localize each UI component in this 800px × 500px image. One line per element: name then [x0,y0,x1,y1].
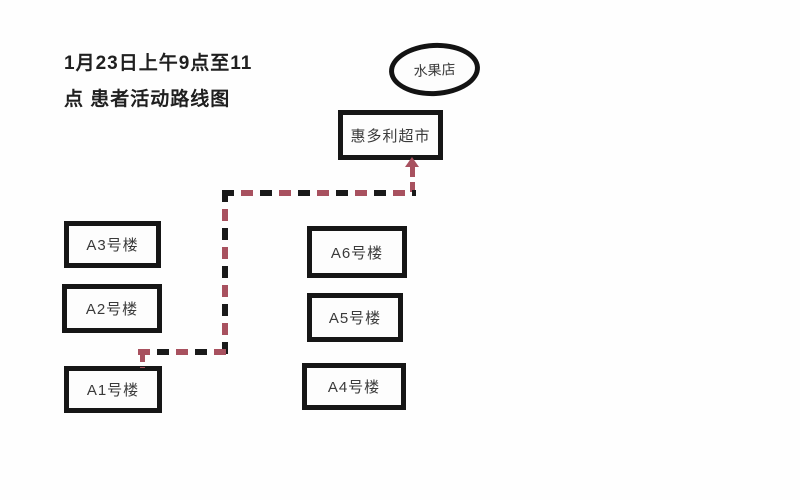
node-building-a4: A4号楼 [302,363,406,410]
node-building-a5-label: A5号楼 [328,310,382,327]
route-segment-mid-vertical [222,190,228,354]
node-building-a4-label: A4号楼 [327,379,381,396]
node-building-a3-label: A3号楼 [86,237,139,254]
node-fruit-shop-label: 水果店 [413,60,456,79]
node-supermarket: 惠多利超市 [338,110,443,160]
node-building-a1: A1号楼 [64,366,162,413]
node-building-a2: A2号楼 [62,284,162,333]
route-segment-market-connector [410,167,415,195]
route-segment-bottom-horizontal [138,349,228,355]
node-building-a2-label: A2号楼 [85,301,139,318]
node-building-a5: A5号楼 [307,293,403,342]
title-line-2: 点 患者活动路线图 [64,89,231,110]
node-fruit-shop: 水果店 [387,40,482,99]
node-building-a1-label: A1号楼 [86,382,140,399]
diagram-title: 1月23日上午9点至11 点 患者活动路线图 [64,46,252,118]
node-building-a3: A3号楼 [64,221,161,268]
node-building-a6: A6号楼 [307,226,407,278]
node-building-a6-label: A6号楼 [330,244,384,262]
route-arrowhead-icon [405,157,419,167]
title-line-1: 1月23日上午9点至11 [64,53,253,74]
node-supermarket-label: 惠多利超市 [350,127,431,145]
route-segment-a1-connector [140,352,145,368]
route-segment-top-horizontal [222,190,416,196]
